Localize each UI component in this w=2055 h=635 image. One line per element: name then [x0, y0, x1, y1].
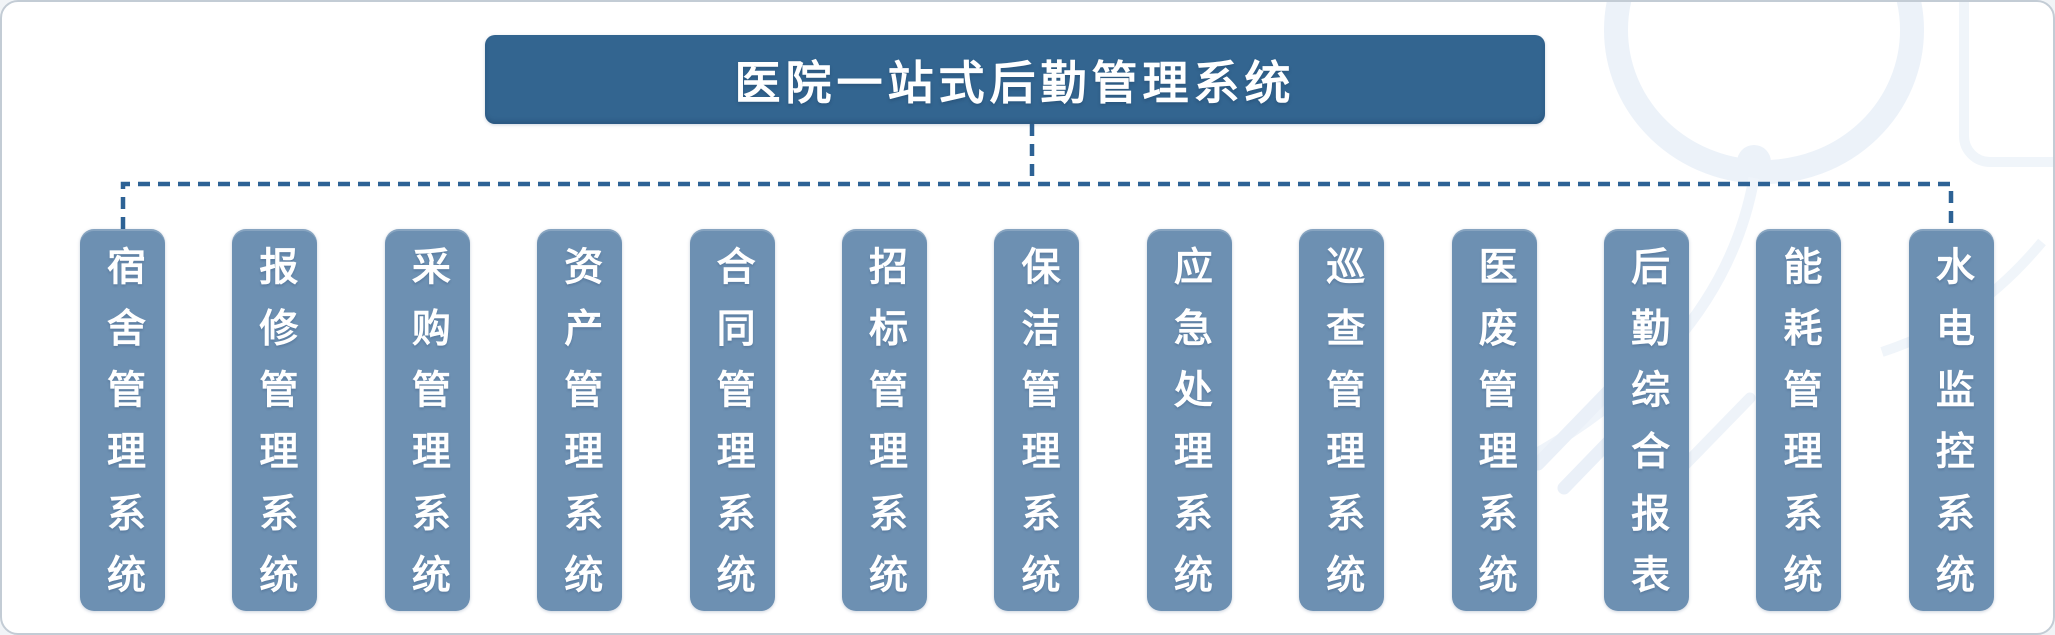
subsystem-label: 应急处理系统	[1168, 246, 1212, 617]
root-node-label: 医院一站式后勤管理系统	[734, 56, 1296, 109]
subsystem-asset: 资产管理系统	[537, 229, 623, 616]
subsystem-contract: 合同管理系统	[689, 229, 775, 616]
subsystem-cleaning: 保洁管理系统	[994, 229, 1080, 616]
subsystem-label: 合同管理系统	[711, 246, 755, 617]
subsystem-repair: 报修管理系统	[232, 229, 318, 616]
subsystem-label: 宿舍管理系统	[101, 246, 145, 617]
subsystem-label: 采购管理系统	[406, 246, 450, 617]
subsystem-emergency: 应急处理系统	[1146, 229, 1232, 616]
subsystem-label: 后勤综合报表	[1625, 246, 1669, 617]
subsystem-label: 医废管理系统	[1473, 246, 1517, 617]
subsystem-inspection: 巡查管理系统	[1299, 229, 1385, 616]
subsystem-utility-monitoring: 水电监控系统	[1908, 229, 1994, 616]
subsystem-label: 能耗管理系统	[1777, 246, 1821, 617]
subsystem-procurement: 采购管理系统	[384, 229, 470, 616]
subsystem-label: 保洁管理系统	[1015, 246, 1059, 617]
subsystem-dormitory: 宿舍管理系统	[80, 229, 165, 616]
subsystem-label: 水电监控系统	[1930, 246, 1974, 617]
subsystem-energy: 能耗管理系统	[1756, 229, 1842, 616]
subsystem-label: 招标管理系统	[863, 246, 907, 617]
subsystem-logistics-report: 后勤综合报表	[1604, 229, 1690, 616]
root-node: 医院一站式后勤管理系统	[485, 35, 1545, 124]
subsystem-label: 报修管理系统	[253, 246, 297, 617]
connector-bracket	[120, 181, 1954, 229]
subsystem-medical-waste: 医废管理系统	[1451, 229, 1537, 616]
subsystem-label: 巡查管理系统	[1320, 246, 1364, 617]
subsystem-row: 宿舍管理系统 报修管理系统 采购管理系统 资产管理系统 合同管理系统 招标管理系…	[80, 229, 1994, 616]
subsystem-bidding: 招标管理系统	[842, 229, 928, 616]
subsystem-label: 资产管理系统	[558, 246, 602, 617]
